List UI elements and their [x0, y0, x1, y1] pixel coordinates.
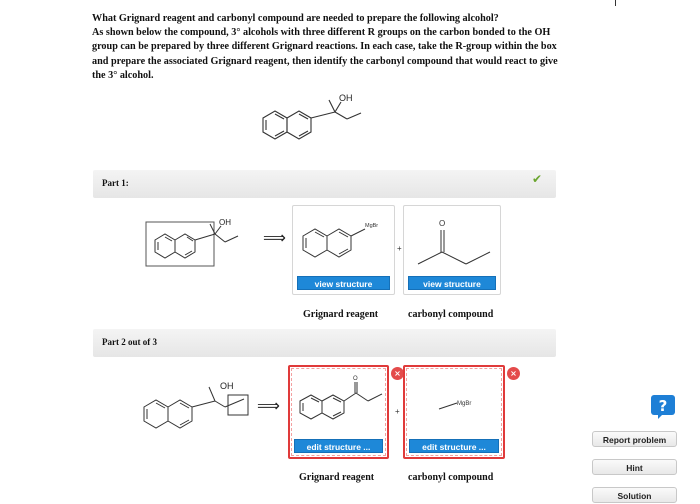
- svg-text:MgBr: MgBr: [365, 223, 378, 229]
- part1-label: Part 1:: [102, 178, 129, 188]
- carbonyl-caption: carbonyl compound: [408, 309, 494, 320]
- part1-header: Part 1: ✔: [93, 170, 556, 198]
- window-edge-mark: [615, 0, 616, 6]
- retrosynthesis-arrow: ⟹: [263, 228, 286, 247]
- report-problem-button[interactable]: Report problem: [592, 431, 677, 447]
- part2-alcohol-structure: OH: [143, 381, 249, 429]
- part2-label: Part 2 out of 3: [102, 337, 157, 347]
- solution-button[interactable]: Solution: [592, 487, 677, 503]
- question-title: What Grignard reagent and carbonyl compo…: [92, 13, 499, 24]
- plus-sign: +: [395, 407, 400, 416]
- svg-text:O: O: [439, 219, 445, 228]
- plus-sign: +: [397, 244, 402, 253]
- retrosynthesis-arrow: ⟹: [257, 396, 280, 415]
- svg-text:OH: OH: [219, 218, 231, 227]
- part1-grignard-box: MgBr view structure: [292, 205, 395, 295]
- svg-text:OH: OH: [339, 93, 353, 103]
- svg-text:?: ?: [659, 397, 668, 415]
- svg-text:OH: OH: [220, 381, 234, 391]
- part2-grignard-box: O edit structure ...: [288, 365, 389, 459]
- view-structure-button[interactable]: view structure: [297, 276, 390, 290]
- question-text: What Grignard reagent and carbonyl compo…: [92, 12, 562, 83]
- grignard-caption: Grignard reagent: [303, 309, 379, 320]
- checkmark-icon: ✔: [531, 172, 542, 186]
- carbonyl-caption: carbonyl compound: [408, 472, 494, 483]
- grignard-caption: Grignard reagent: [299, 472, 375, 483]
- part2-header: Part 2 out of 3: [93, 329, 556, 357]
- carbonyl-structure: O: [417, 219, 491, 265]
- svg-text:O: O: [353, 376, 358, 382]
- edit-structure-button[interactable]: edit structure ...: [294, 439, 383, 453]
- help-icon[interactable]: ?: [650, 394, 676, 419]
- svg-text:MgBr: MgBr: [457, 401, 471, 407]
- grignard-structure: MgBr: [302, 223, 378, 258]
- target-alcohol-structure: OH: [262, 93, 362, 140]
- remove-icon[interactable]: ×: [507, 367, 520, 380]
- ketone-structure: O: [299, 376, 383, 420]
- grignard-fragment-structure: MgBr: [438, 401, 471, 410]
- part1-alcohol-structure: OH: [145, 218, 239, 267]
- part2-carbonyl-box: MgBr edit structure ...: [403, 365, 505, 459]
- hint-button[interactable]: Hint: [592, 459, 677, 475]
- part1-carbonyl-box: O view structure: [403, 205, 501, 295]
- edit-structure-button[interactable]: edit structure ...: [409, 439, 499, 453]
- remove-icon[interactable]: ×: [391, 367, 404, 380]
- question-body: As shown below the compound, 3° alcohols…: [92, 27, 558, 81]
- view-structure-button[interactable]: view structure: [408, 276, 496, 290]
